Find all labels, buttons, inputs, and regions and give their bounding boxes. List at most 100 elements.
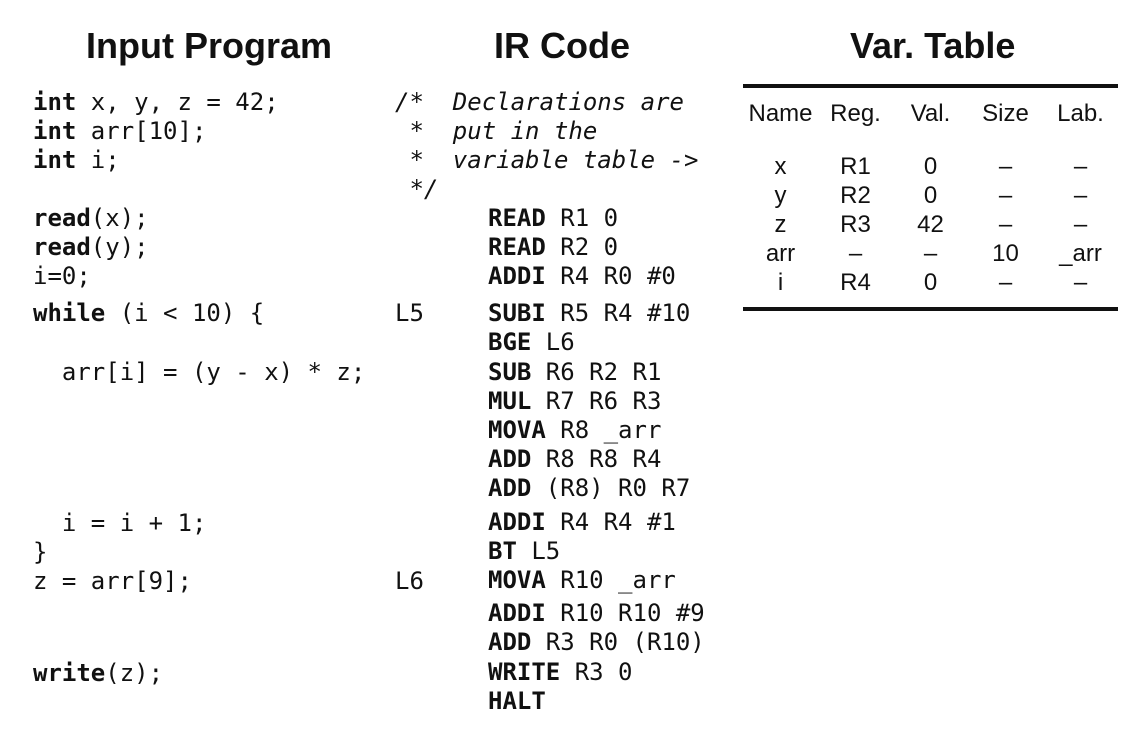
- table-cell: _arr: [1059, 239, 1102, 267]
- table-cell: R3: [840, 210, 871, 238]
- ir-opcode: ADDI: [488, 599, 546, 627]
- ir-instruction: MOVA R8 _arr: [488, 416, 661, 445]
- keyword: int: [33, 88, 77, 116]
- table-cell: –: [998, 152, 1013, 180]
- table-cell: R4: [840, 268, 871, 296]
- table-cell: –: [998, 181, 1013, 209]
- table-cell: arr: [765, 239, 796, 267]
- table-cell: –: [998, 268, 1013, 296]
- keyword: write: [33, 659, 106, 687]
- code-text: arr[i] = (y - x) * z;: [33, 358, 366, 386]
- ir-operands: L6: [531, 328, 575, 356]
- input-program-line: i=0;: [33, 262, 91, 291]
- table-cell: i: [777, 268, 784, 296]
- ir-opcode: ADDI: [488, 262, 546, 290]
- ir-opcode: HALT: [488, 687, 546, 715]
- ir-opcode: BT: [488, 537, 517, 565]
- keyword: while: [33, 299, 106, 327]
- ir-operands: R7 R6 R3: [531, 387, 662, 415]
- input-program-line: int x, y, z = 42;: [33, 88, 279, 117]
- ir-instruction: SUB R6 R2 R1: [488, 358, 661, 387]
- input-program-line: read(y);: [33, 233, 149, 262]
- code-text: i = i + 1;: [33, 509, 207, 537]
- declarations-comment: /* Declarations are * put in the * varia…: [395, 88, 698, 204]
- input-program-line: }: [33, 538, 47, 567]
- ir-opcode: ADD: [488, 445, 532, 473]
- ir-opcode: ADD: [488, 628, 532, 656]
- input-program-line: int arr[10];: [33, 117, 206, 146]
- ir-opcode: WRITE: [488, 658, 561, 686]
- ir-instruction: HALT: [488, 687, 546, 716]
- comment-line: */: [395, 175, 439, 203]
- input-program-line: while (i < 10) {: [33, 299, 264, 328]
- table-cell: z: [774, 210, 787, 238]
- code-text: (x);: [90, 204, 149, 232]
- ir-operands: R4 R0 #0: [545, 262, 676, 290]
- ir-instruction: ADD (R8) R0 R7: [488, 474, 690, 503]
- table-cell: R1: [840, 152, 871, 180]
- ir-opcode: BGE: [488, 328, 532, 356]
- keyword: int: [33, 146, 77, 174]
- ir-instruction: ADD R3 R0 (R10): [488, 628, 705, 657]
- ir-opcode: ADDI: [488, 508, 546, 536]
- keyword: read: [33, 233, 91, 261]
- ir-opcode: READ: [488, 233, 546, 261]
- code-text: z = arr[9];: [33, 567, 192, 595]
- input-program-line: arr[i] = (y - x) * z;: [33, 358, 365, 387]
- ir-instruction: ADDI R4 R4 #1: [488, 508, 676, 537]
- ir-operands: (R8) R0 R7: [531, 474, 691, 502]
- ir-opcode: ADD: [488, 474, 532, 502]
- comment-line: * variable table ->: [395, 146, 699, 174]
- table-row: z R3 42 – –: [743, 210, 1118, 239]
- input-program-line: write(z);: [33, 659, 163, 688]
- ir-instruction: BGE L6: [488, 328, 575, 357]
- code-text: i;: [76, 146, 120, 174]
- column-header: Val.: [910, 100, 951, 127]
- ir-operands: R2 0: [545, 233, 619, 261]
- table-cell: –: [1073, 181, 1088, 209]
- ir-opcode: SUB: [488, 358, 532, 386]
- code-text: (z);: [105, 659, 164, 687]
- keyword: read: [33, 204, 91, 232]
- ir-label: L6: [395, 567, 424, 595]
- ir-operands: R8 R8 R4: [531, 445, 662, 473]
- ir-instruction: MOVA R10 _arr: [488, 566, 676, 595]
- ir-operands: R10 _arr: [545, 566, 676, 594]
- ir-operands: R4 R4 #1: [545, 508, 676, 536]
- table-cell: 0: [923, 152, 938, 180]
- ir-operands: L5: [516, 537, 561, 565]
- table-cell: –: [998, 210, 1013, 238]
- ir-instruction: MUL R7 R6 R3: [488, 387, 661, 416]
- input-program-line: int i;: [33, 146, 120, 175]
- ir-operands: R6 R2 R1: [531, 358, 662, 386]
- table-cell: 42: [917, 210, 944, 238]
- ir-operands: R5 R4 #10: [545, 299, 691, 327]
- code-text: x, y, z = 42;: [76, 88, 279, 116]
- ir-instruction: READ R1 0: [488, 204, 618, 233]
- code-text: arr[10];: [76, 117, 207, 145]
- ir-code-heading: IR Code: [494, 25, 631, 66]
- table-cell: –: [1073, 210, 1088, 238]
- comment-line: * put in the: [395, 117, 598, 145]
- ir-instruction: ADD R8 R8 R4: [488, 445, 661, 474]
- ir-opcode: MOVA: [488, 566, 546, 594]
- table-cell: 0: [923, 268, 938, 296]
- ir-opcode: MUL: [488, 387, 532, 415]
- table-cell: –: [1073, 152, 1088, 180]
- column-header: Name: [748, 100, 813, 127]
- table-cell: –: [923, 239, 938, 267]
- ir-opcode: MOVA: [488, 416, 546, 444]
- ir-opcode: SUBI: [488, 299, 546, 327]
- ir-operands: R3 R0 (R10): [531, 628, 705, 656]
- ir-instruction: WRITE R3 0: [488, 658, 633, 687]
- code-text: (y);: [90, 233, 149, 261]
- input-program-line: read(x);: [33, 204, 149, 233]
- column-header: Lab.: [1057, 100, 1104, 127]
- table-cell: 0: [923, 181, 938, 209]
- input-program-heading: Input Program: [86, 25, 333, 66]
